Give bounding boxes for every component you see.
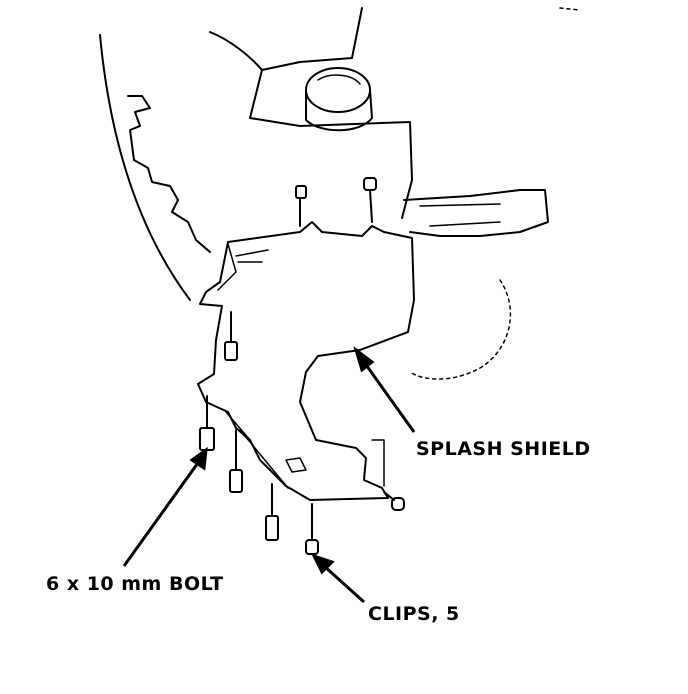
side-bolt [224,311,238,361]
bolt-label: 6 x 10 mm BOLT [46,573,224,595]
leader-clips [322,564,366,604]
lower-arm [403,189,549,237]
leader-bolt [122,459,202,567]
lower-clip-4 [305,503,319,555]
clip-top-right [363,177,377,223]
wheel-arc [99,34,191,301]
splash-shield-outline [197,221,415,501]
leader-splash-shield [362,361,416,433]
lower-bolt-3 [265,483,279,541]
lower-clip-5 [383,491,405,511]
clip-top-left [295,185,307,227]
splash-shield-label: SPLASH SHIELD [416,438,591,460]
strut-body [305,89,373,132]
upper-chassis [209,7,413,219]
clips-label: CLIPS, 5 [368,603,460,625]
lower-bolt-2 [229,429,243,493]
wheel-arc-inner [127,95,211,253]
right-dotted-curve [409,279,512,380]
